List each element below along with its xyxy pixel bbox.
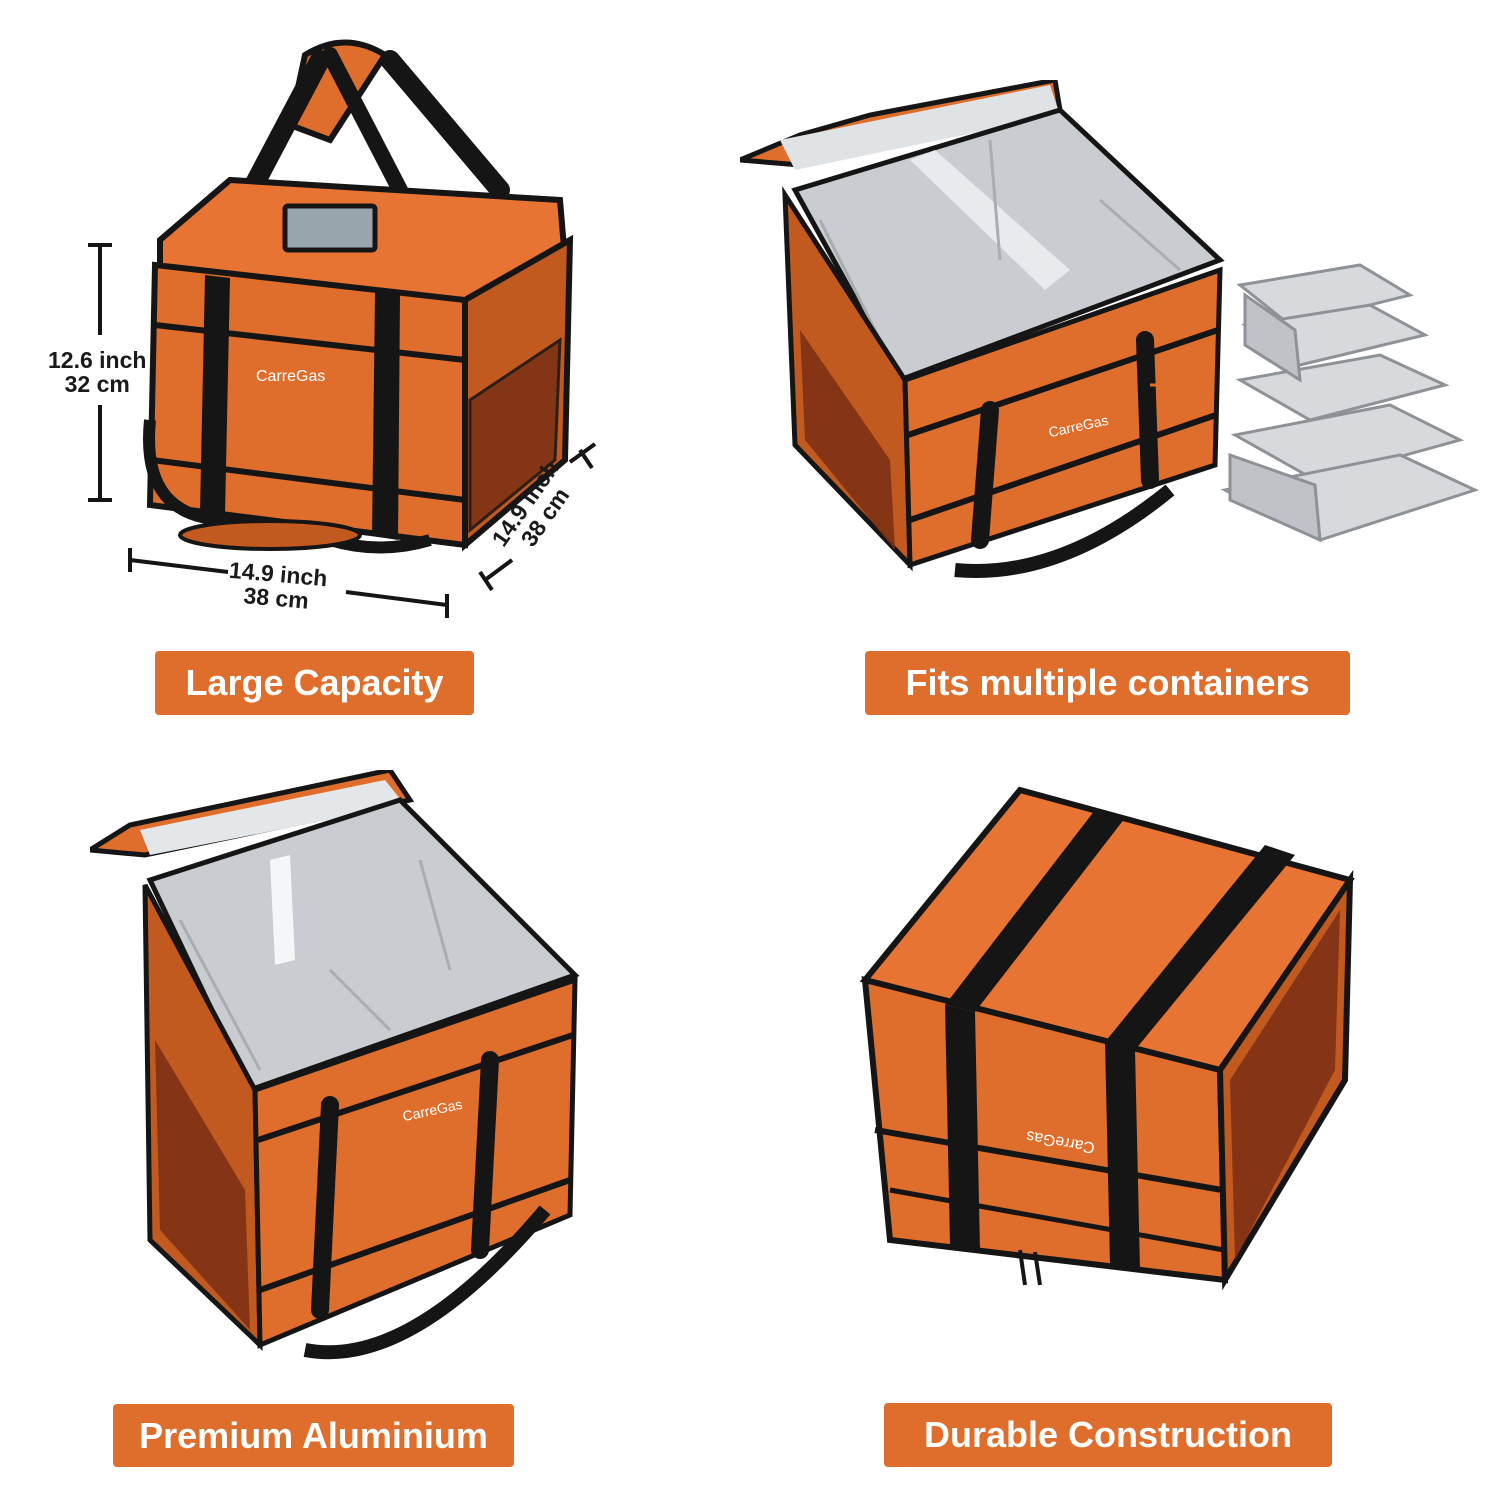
width-dimension-label: 14.9 inch 38 cm bbox=[226, 557, 328, 615]
durable-construction-badge: Durable Construction bbox=[884, 1403, 1332, 1467]
height-dimension-label: 12.6 inch 32 cm bbox=[48, 348, 146, 396]
brand-logo: CarreGas bbox=[256, 368, 326, 385]
large-capacity-badge: Large Capacity bbox=[155, 651, 474, 715]
fits-containers-badge: Fits multiple containers bbox=[865, 651, 1350, 715]
open-bag-with-containers-illustration bbox=[740, 80, 1480, 578]
foil-containers bbox=[1220, 263, 1480, 543]
height-inch-text: 12.6 inch bbox=[48, 347, 147, 373]
panel-durable-construction: CarreGas bbox=[850, 780, 1390, 1290]
closed-bag-illustration bbox=[88, 39, 597, 618]
panel-premium-aluminium: CarreGas bbox=[90, 770, 610, 1390]
panel-fits-containers: CarreGas bbox=[740, 80, 1480, 600]
panel-large-capacity: 12.6 inch 32 cm 14.9 inch 38 cm 14.9 inc… bbox=[0, 0, 750, 640]
premium-aluminium-badge: Premium Aluminium bbox=[113, 1404, 514, 1467]
closed-bag-topdown-illustration bbox=[859, 786, 1355, 1290]
open-bag-foil-illustration bbox=[90, 770, 580, 1360]
height-cm-text: 32 cm bbox=[64, 371, 130, 398]
